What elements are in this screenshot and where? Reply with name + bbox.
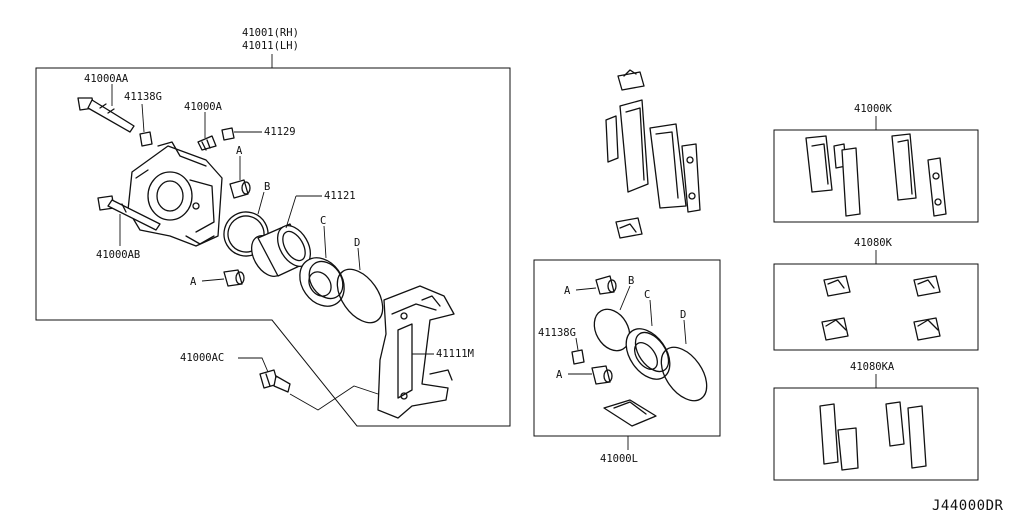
seal-kit-piston-seal bbox=[593, 308, 631, 352]
guide-bolt-bottom bbox=[97, 195, 161, 231]
label-bracket: 41111M bbox=[436, 348, 474, 360]
seal-kit-label-c: C bbox=[644, 289, 650, 301]
bracket-bolt bbox=[259, 369, 291, 393]
bleeder-screw bbox=[197, 135, 217, 151]
label-a-lower: A bbox=[190, 276, 197, 288]
seal-kit-grease-packet bbox=[603, 399, 657, 427]
seal-kit-boot-a-lower bbox=[591, 365, 613, 385]
pad-clip-lower bbox=[615, 217, 643, 239]
main-assembly-label-lh: 41011(LH) bbox=[242, 40, 299, 52]
label-guide-bolt-top: 41000AA bbox=[84, 73, 129, 85]
boot-a-upper bbox=[229, 179, 251, 199]
pad-kit-pads bbox=[805, 133, 947, 217]
label-piston: 41121 bbox=[324, 190, 356, 202]
seal-kit-boot-a-upper bbox=[595, 275, 617, 295]
seal-kit-frame bbox=[533, 259, 721, 437]
retaining-ring bbox=[336, 268, 384, 324]
caliper-bracket bbox=[377, 285, 455, 419]
label-a-upper: A bbox=[236, 145, 243, 157]
main-assembly-frame bbox=[35, 67, 511, 427]
grease-packet-top bbox=[139, 131, 153, 147]
label-grease-top: 41138G bbox=[124, 91, 162, 103]
boot-a-lower bbox=[223, 269, 245, 287]
seal-kit-label-a-lower: A bbox=[556, 369, 563, 381]
label-cap: 41129 bbox=[264, 126, 296, 138]
piston bbox=[250, 223, 312, 277]
label-guide-bolt-bottom: 41000AB bbox=[96, 249, 140, 261]
clip-kit-frame bbox=[773, 263, 979, 351]
clip-kit-clips bbox=[821, 275, 941, 341]
seal-kit-label-d: D bbox=[680, 309, 686, 321]
pad-kit-label: 41000K bbox=[854, 103, 893, 115]
label-d: D bbox=[354, 237, 360, 249]
label-bracket-bolt: 41000AC bbox=[180, 352, 224, 364]
brake-pad-assembly bbox=[605, 99, 701, 213]
guide-bolt-top bbox=[77, 97, 135, 133]
bleeder-cap bbox=[221, 127, 235, 141]
shim-kit-frame bbox=[773, 387, 979, 481]
diagram-code: J44000DR bbox=[932, 498, 1004, 512]
label-bleeder: 41000A bbox=[184, 101, 223, 113]
main-assembly-label-rh: 41001(RH) bbox=[242, 27, 299, 39]
label-b: B bbox=[264, 181, 270, 193]
pad-clip-upper bbox=[617, 69, 645, 91]
caliper-body bbox=[127, 141, 223, 247]
seal-kit-grease bbox=[571, 349, 585, 365]
shim-kit-shims bbox=[819, 401, 927, 471]
seal-kit-ring-d bbox=[660, 346, 708, 402]
pad-kit-frame bbox=[773, 129, 979, 223]
seal-kit-label-grease: 41138G bbox=[538, 327, 576, 339]
seal-kit-label-a-upper: A bbox=[564, 285, 571, 297]
seal-kit-label: 41000L bbox=[600, 453, 638, 465]
piston-boot bbox=[299, 257, 345, 307]
seal-kit-label-b: B bbox=[628, 275, 634, 287]
seal-kit-boot-c bbox=[625, 328, 671, 380]
shim-kit-label: 41080KA bbox=[850, 361, 895, 373]
label-c: C bbox=[320, 215, 326, 227]
clip-kit-label: 41080K bbox=[854, 237, 893, 249]
